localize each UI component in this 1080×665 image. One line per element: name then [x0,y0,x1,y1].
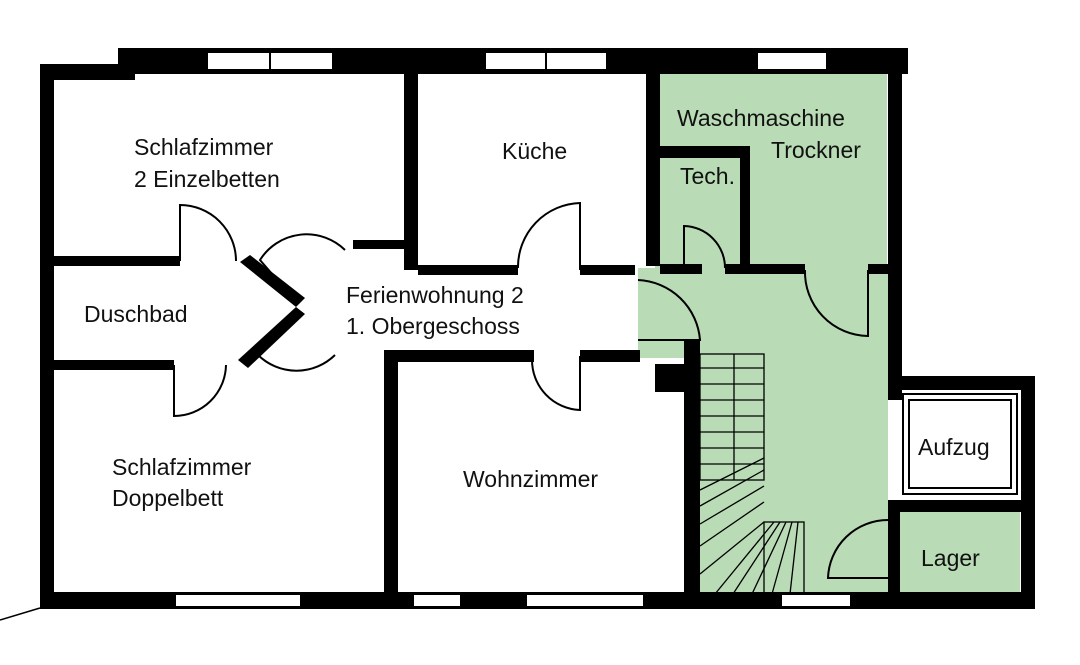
label-tech: Tech. [680,163,735,189]
door-kitchen [516,201,581,270]
door-hall-diagonal-2 [256,309,336,372]
label-living: Wohnzimmer [463,466,598,492]
door-tech [683,224,726,269]
window-bottom-living-1 [412,593,462,608]
storage-room-fill [900,512,1020,594]
label-storage: Lager [921,545,980,571]
label-laundry-2: Trockner [771,137,861,163]
label-elevator: Aufzug [918,434,990,460]
door-bedroom-twin [179,203,237,262]
label-bedroom-twin-2: 2 Einzelbetten [134,166,280,192]
label-bedroom-double-2: Doppelbett [112,485,224,511]
doors [173,201,889,579]
room-labels: Schlafzimmer 2 Einzelbetten Küche Waschm… [84,105,990,571]
label-title-1: Ferienwohnung 2 [346,282,524,308]
site-line [0,607,41,621]
windows [174,51,852,608]
highlight-zones [638,72,1020,595]
label-laundry-1: Waschmaschine [677,105,845,131]
label-bedroom-twin-1: Schlafzimmer [134,134,274,160]
staircase [699,353,805,595]
door-storage [826,519,889,579]
window-bottom-bedroom [174,593,302,608]
label-bedroom-double-1: Schlafzimmer [112,454,252,480]
door-shower [173,364,227,418]
elevator [902,393,1018,495]
window-bottom-stairs [780,593,852,608]
label-shower: Duschbad [84,301,188,327]
door-laundry [803,269,869,338]
label-kitchen: Küche [502,138,567,164]
door-entrance [637,279,702,341]
label-title-2: 1. Obergeschoss [346,313,520,339]
door-hall-diagonal [258,233,346,305]
window-bottom-living-2 [525,593,645,608]
window-top-laundry [756,51,828,71]
door-living [530,356,581,412]
